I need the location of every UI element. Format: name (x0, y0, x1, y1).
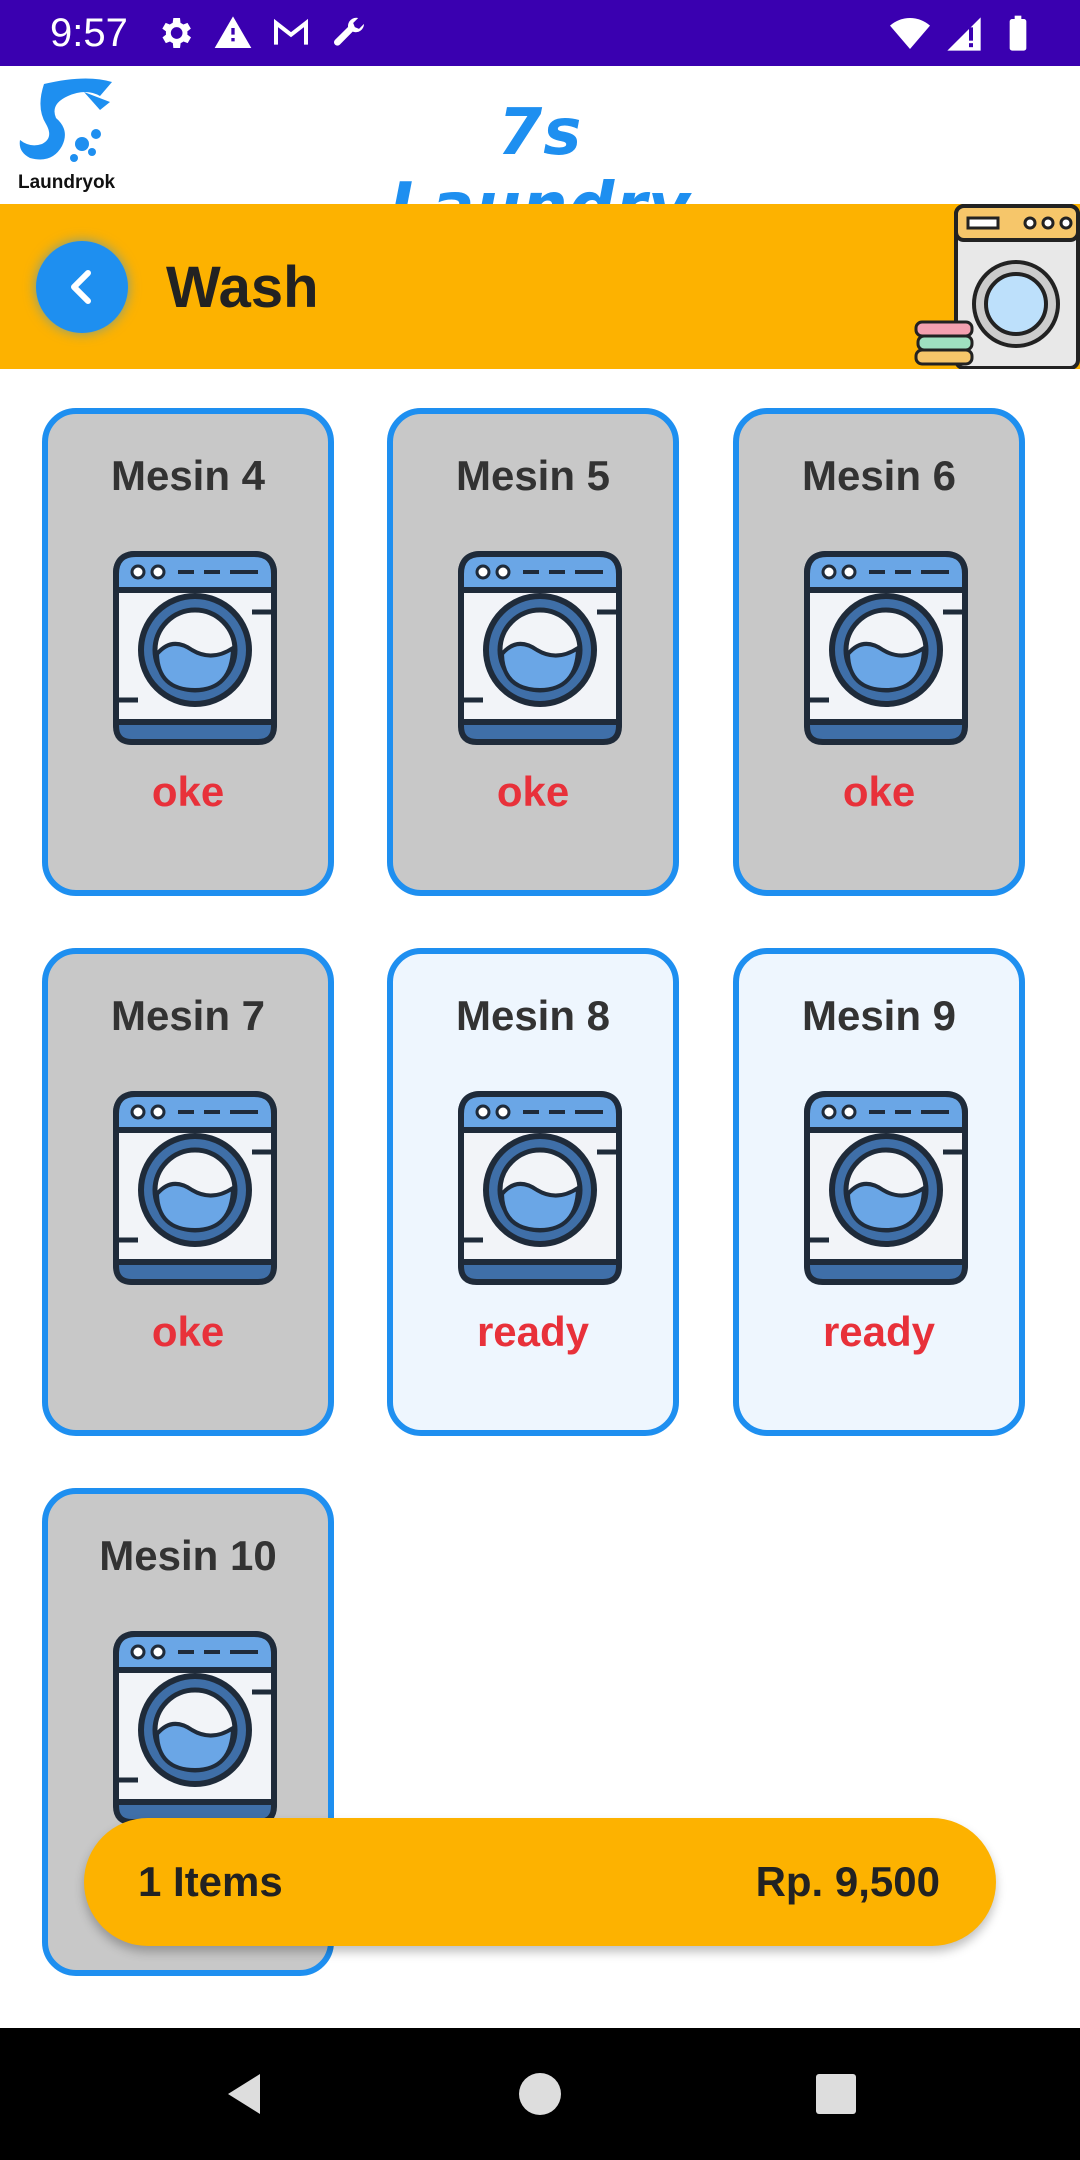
chevron-left-icon (71, 270, 91, 304)
cart-item-count: 1 Items (138, 1858, 283, 1905)
washing-machine-illustration-icon (914, 204, 1080, 369)
machine-name: Mesin 10 (99, 1532, 277, 1579)
machine-card[interactable]: Mesin 9 ready (733, 948, 1025, 1436)
machine-status: ready (476, 1308, 590, 1355)
machine-name: Mesin 9 (801, 992, 957, 1039)
section-title: Wash (166, 255, 319, 320)
machine-name: Mesin 5 (455, 452, 611, 499)
machine-status: oke (151, 768, 225, 815)
laundry-logo-icon (19, 78, 112, 162)
washing-machine-icon (457, 550, 623, 746)
machine-status: oke (842, 768, 916, 815)
nav-home-icon[interactable] (514, 2068, 566, 2120)
wrench-icon (333, 17, 365, 46)
settings-gear-icon (162, 18, 191, 48)
washing-machine-icon (112, 550, 278, 746)
status-time: 9:57 (50, 11, 128, 55)
nav-recents-icon[interactable] (810, 2068, 862, 2120)
cart-summary-bar[interactable]: 1 Items Rp. 9,500 (84, 1818, 996, 1946)
warning-icon (214, 16, 252, 48)
washing-machine-icon (457, 1090, 623, 1286)
system-nav-bar (0, 2028, 1080, 2160)
battery-icon (1009, 15, 1027, 51)
gmail-icon (274, 18, 308, 45)
machine-status: ready (822, 1308, 936, 1355)
washing-machine-icon (112, 1630, 278, 1826)
washing-machine-icon (803, 1090, 969, 1286)
machine-card[interactable]: Mesin 7 oke (42, 948, 334, 1436)
machine-status: oke (496, 768, 570, 815)
washing-machine-icon (112, 1090, 278, 1286)
status-bar: 9:57 (0, 0, 1080, 66)
machine-card[interactable]: Mesin 8 ready (387, 948, 679, 1436)
machine-card[interactable]: Mesin 6 oke (733, 408, 1025, 896)
app-header: Laundryok 7s Laundry (0, 66, 1080, 244)
machine-name: Mesin 4 (110, 452, 266, 499)
machine-name: Mesin 6 (801, 452, 957, 499)
machine-status: oke (151, 1308, 225, 1355)
logo-text: Laundryok (18, 172, 116, 193)
signal-icon (947, 17, 981, 51)
washing-machine-icon (803, 550, 969, 746)
app-logo: Laundryok (16, 74, 120, 194)
wifi-icon (890, 18, 930, 49)
machine-name: Mesin 7 (110, 992, 266, 1039)
machine-name: Mesin 8 (455, 992, 611, 1039)
nav-back-icon[interactable] (218, 2068, 270, 2120)
back-button[interactable] (36, 241, 128, 333)
cart-total-price: Rp. 9,500 (755, 1858, 940, 1905)
machine-card[interactable]: Mesin 5 oke (387, 408, 679, 896)
machine-card[interactable]: Mesin 4 oke (42, 408, 334, 896)
section-header: Wash (0, 204, 1080, 369)
